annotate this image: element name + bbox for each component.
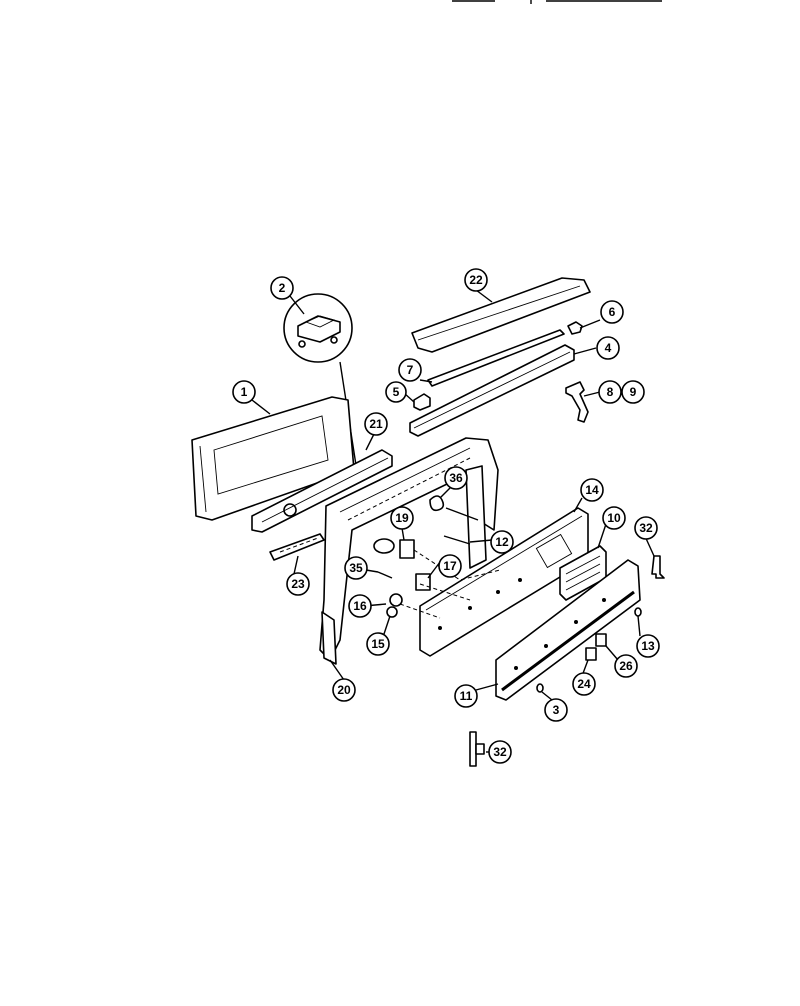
callout-26-label: 26 <box>619 659 633 673</box>
callout-11-label: 11 <box>460 689 473 703</box>
callout-9-label: 9 <box>630 385 637 399</box>
callout-35-label: 35 <box>349 561 363 575</box>
callout-7-label: 7 <box>407 363 414 377</box>
callout-5-label: 5 <box>393 385 400 399</box>
callout-15: 15 <box>366 632 390 656</box>
small-components <box>373 495 665 767</box>
callout-26: 26 <box>614 654 638 678</box>
callout-36-label: 36 <box>449 471 463 485</box>
callout-4: 4 <box>596 336 620 360</box>
callout-3: 3 <box>544 698 568 722</box>
callout-7: 7 <box>398 358 422 382</box>
channel-part <box>251 449 393 533</box>
callout-1: 1 <box>232 380 256 404</box>
callout-32-upper-label: 32 <box>639 521 653 535</box>
leader-lines <box>251 289 655 753</box>
callout-17: 17 <box>438 554 462 578</box>
callout-17-label: 17 <box>443 559 457 573</box>
callout-23: 23 <box>286 572 310 596</box>
support-bar-part <box>409 344 575 437</box>
callout-21: 21 <box>364 412 388 436</box>
callout-1-label: 1 <box>241 385 248 399</box>
callout-23-label: 23 <box>291 577 305 591</box>
callout-2: 2 <box>270 276 294 300</box>
callout-35: 35 <box>344 556 368 580</box>
callout-13-label: 13 <box>641 639 655 653</box>
callout-12: 12 <box>490 530 514 554</box>
callout-20: 20 <box>332 678 356 702</box>
bracket-part <box>413 393 431 411</box>
callout-22-label: 22 <box>469 273 483 287</box>
hinge-bracket-part <box>565 381 589 423</box>
callout-21-label: 21 <box>369 417 383 431</box>
callout-13: 13 <box>636 634 660 658</box>
trim-strip-part <box>411 277 591 353</box>
callout-10: 10 <box>602 506 626 530</box>
callout-3-label: 3 <box>553 703 560 717</box>
callout-19-label: 19 <box>395 511 409 525</box>
callout-19: 19 <box>390 506 414 530</box>
callout-36: 36 <box>444 466 468 490</box>
callout-32-upper: 32 <box>634 516 658 540</box>
panel-overlay-part <box>495 559 641 701</box>
callout-16-label: 16 <box>353 599 367 613</box>
callout-9: 9 <box>621 380 645 404</box>
lower-rail-part <box>269 533 325 561</box>
callout-10-label: 10 <box>607 511 621 525</box>
callout-32-lower-label: 32 <box>493 745 507 759</box>
callout-14-label: 14 <box>585 483 599 497</box>
callout-8-label: 8 <box>607 385 614 399</box>
header-rules <box>452 0 662 4</box>
callout-12-label: 12 <box>495 535 509 549</box>
callout-11: 11 <box>454 684 478 708</box>
callout-24-label: 24 <box>577 677 591 691</box>
callout-6-label: 6 <box>609 305 616 319</box>
callout-15-label: 15 <box>371 637 385 651</box>
callout-5: 5 <box>385 381 407 403</box>
detail-inset <box>283 293 359 479</box>
clip-part <box>567 321 583 335</box>
callout-2-label: 2 <box>279 281 286 295</box>
back-panel-part <box>191 396 355 521</box>
callout-16: 16 <box>348 594 372 618</box>
callout-22: 22 <box>464 268 488 292</box>
rod-part <box>427 329 565 387</box>
callout-4-label: 4 <box>605 341 612 355</box>
callout-32-lower: 32 <box>488 740 512 764</box>
callout-6: 6 <box>600 300 624 324</box>
callout-8: 8 <box>598 380 622 404</box>
callout-20-label: 20 <box>337 683 351 697</box>
callout-14: 14 <box>580 478 604 502</box>
callout-24: 24 <box>572 672 596 696</box>
